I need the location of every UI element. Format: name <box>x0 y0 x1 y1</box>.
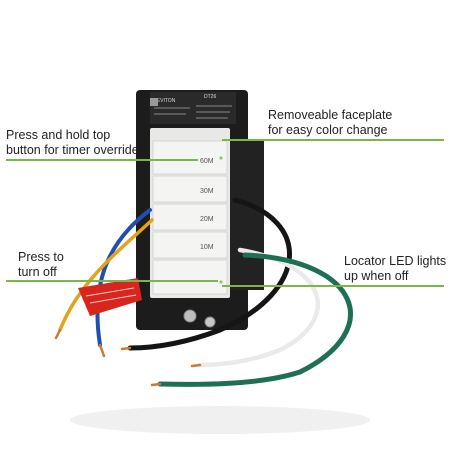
callout-bottom-right: Locator LED lights up when off <box>344 254 446 284</box>
timer-buttons: 60M 30M 20M 10M <box>152 140 228 295</box>
callout-bottom-left: Press to turn off <box>18 250 64 280</box>
locator-led <box>219 280 223 284</box>
button-label-60m: 60M <box>200 158 214 165</box>
button-label-20m: 20M <box>200 216 214 223</box>
callout-line-bottom-right <box>222 285 444 287</box>
callout-top-right: Removeable faceplate for easy color chan… <box>268 108 392 138</box>
mounting-screw <box>183 309 197 323</box>
led-indicator <box>219 156 223 160</box>
ground-screw <box>204 316 216 328</box>
copper-ends <box>54 328 202 387</box>
button-20m[interactable] <box>152 203 228 231</box>
callout-bottom-right-line1: Locator LED lights <box>344 254 447 268</box>
callout-top-left-line2: button for timer override <box>6 143 139 157</box>
callout-top-right-line2: for easy color change <box>268 123 388 137</box>
green-wire <box>157 252 353 387</box>
callout-line-top-right <box>222 139 444 141</box>
button-label-30m: 30M <box>200 188 214 195</box>
callout-bottom-left-line2: turn off <box>18 265 57 279</box>
warning-tag <box>78 278 142 316</box>
housing-side <box>228 140 264 290</box>
white-wire <box>197 247 321 368</box>
top-screw <box>150 98 158 106</box>
callout-line-bottom-left <box>6 280 218 282</box>
button-10m[interactable] <box>152 231 228 259</box>
brand-text: LEVITON <box>154 98 176 104</box>
wires <box>58 197 353 387</box>
button-60m[interactable] <box>152 140 228 175</box>
callout-top-left: Press and hold top button for timer over… <box>6 128 139 158</box>
callout-bottom-left-line1: Press to <box>18 250 64 264</box>
model-text: DT26 <box>204 94 216 100</box>
black-wire <box>127 197 292 351</box>
callout-bottom-right-line2: up when off <box>344 269 409 283</box>
callout-top-left-line1: Press and hold top <box>6 128 111 142</box>
off-button[interactable] <box>152 259 228 295</box>
button-label-10m: 10M <box>200 244 214 251</box>
button-30m[interactable] <box>152 175 228 203</box>
floor-shadow <box>70 406 370 434</box>
yellow-wire <box>58 218 154 332</box>
callout-top-right-line1: Removeable faceplate <box>268 108 393 122</box>
callout-line-top-left <box>6 159 198 161</box>
